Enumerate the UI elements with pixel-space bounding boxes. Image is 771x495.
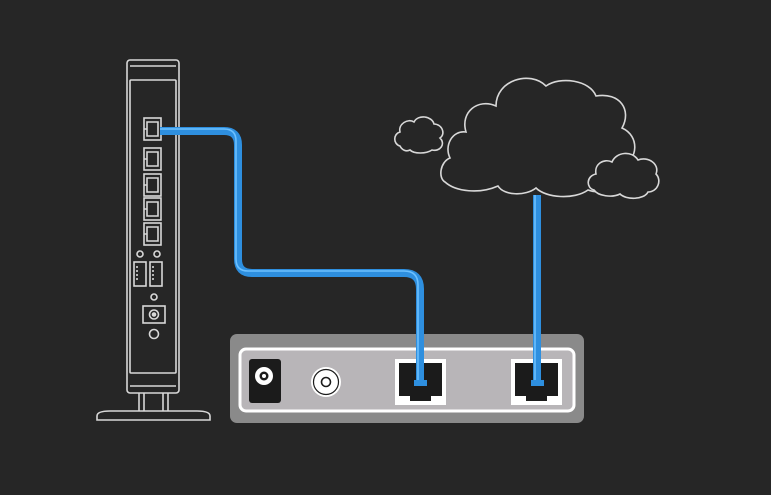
- cable-modem-to-internet: [535, 195, 537, 384]
- modem-coax-connector[interactable]: [311, 367, 341, 397]
- modem: [230, 334, 584, 423]
- modem-power-jack[interactable]: [249, 359, 281, 403]
- cable-plug: [414, 380, 427, 386]
- cable-plug: [531, 380, 544, 386]
